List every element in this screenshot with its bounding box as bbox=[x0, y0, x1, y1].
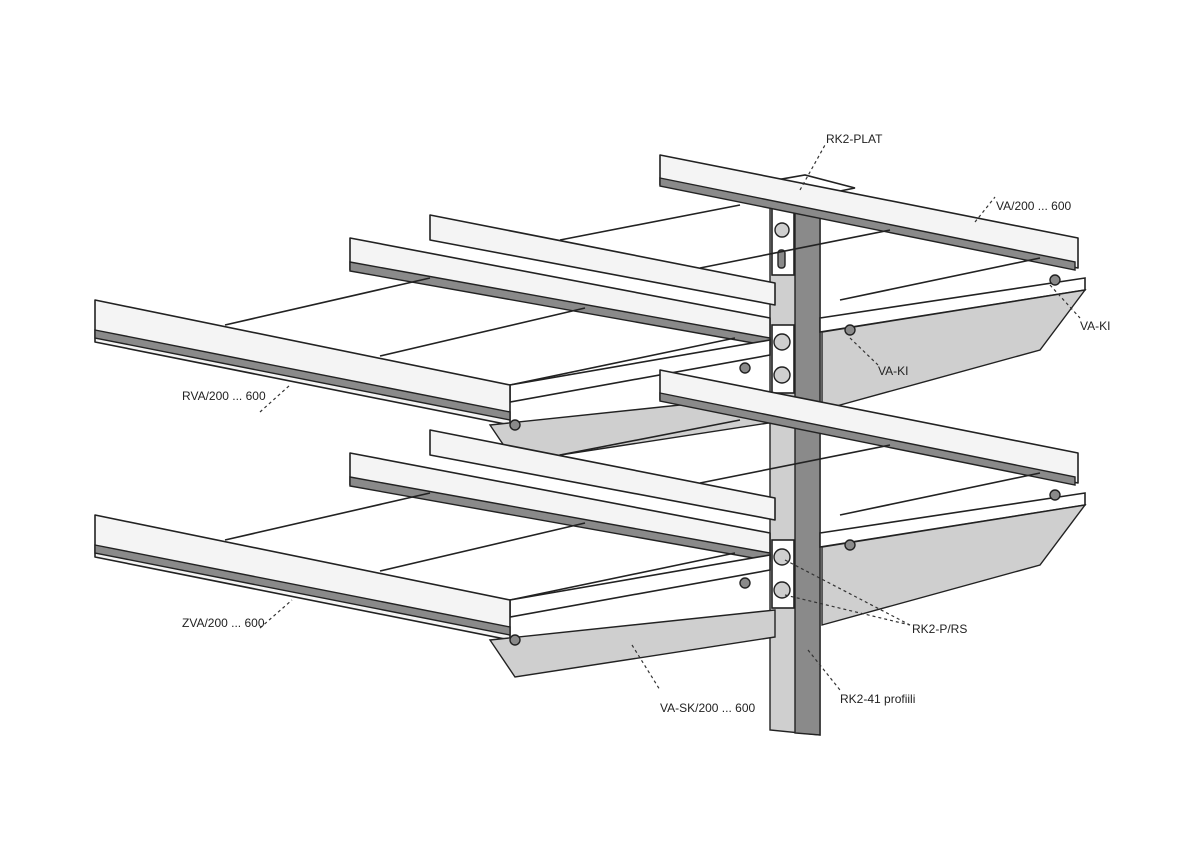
label-va-sk-200-600: VA-SK/200 ... 600 bbox=[660, 701, 755, 715]
label-va-200-600: VA/200 ... 600 bbox=[996, 199, 1071, 213]
bolt-icon bbox=[774, 222, 790, 238]
label-rva-200-600: RVA/200 ... 600 bbox=[182, 389, 266, 403]
label-va-ki-center: VA-KI bbox=[878, 364, 908, 378]
label-rk2-p-rs: RK2-P/RS bbox=[912, 622, 967, 636]
label-zva-200-600: ZVA/200 ... 600 bbox=[182, 616, 265, 630]
label-va-ki-right: VA-KI bbox=[1080, 319, 1110, 333]
upper-tier bbox=[94, 154, 1086, 463]
leader-line bbox=[799, 144, 826, 191]
label-rk2-plat: RK2-PLAT bbox=[826, 132, 883, 146]
label-rk2-41-profiili: RK2-41 profiili bbox=[840, 692, 915, 706]
